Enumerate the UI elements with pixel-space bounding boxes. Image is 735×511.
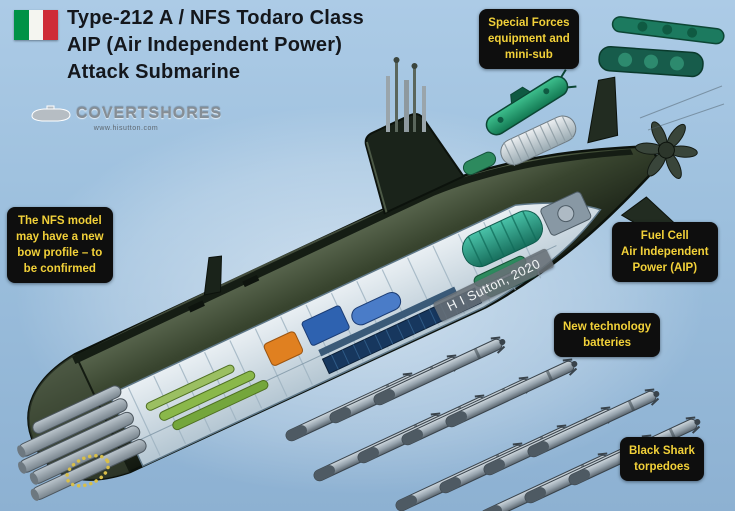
sail <box>364 113 465 215</box>
sonar-array <box>65 454 111 488</box>
deck-cylinder <box>500 114 577 166</box>
logo-website: www.hisutton.com <box>93 125 159 132</box>
submarine-logo-icon <box>31 105 71 122</box>
page-title: Type-212 A / NFS Todaro Class AIP (Air I… <box>67 5 364 86</box>
title-line-2: AIP (Air Independent Power) <box>67 34 343 56</box>
aft-machinery <box>540 191 592 236</box>
callout-nfs-bow-profile: The NFS model may have a new bow profile… <box>7 207 113 284</box>
upper-stern-fin <box>587 76 619 144</box>
torpedo-room <box>145 364 269 431</box>
deck-tank <box>462 151 497 176</box>
orange-equipment <box>263 331 304 366</box>
propeller <box>635 121 698 179</box>
mini-sub <box>485 69 577 136</box>
flag-white-stripe <box>28 10 44 40</box>
periscope-masts <box>386 57 426 132</box>
logo-text: COVERTSHORES <box>75 105 223 122</box>
callout-new-batteries: New technology batteries <box>554 313 661 358</box>
title-line-1: Type-212 A / NFS Todaro Class <box>67 7 364 29</box>
italian-flag-icon <box>14 10 59 40</box>
callout-fuel-cell-aip: Fuel Cell Air Independent Power (AIP) <box>612 222 718 283</box>
cables <box>639 85 725 131</box>
torpedo-tubes <box>17 385 147 501</box>
submarine-cutaway <box>17 76 698 501</box>
callout-black-shark-torpedoes: Black Shark torpedoes <box>620 437 704 482</box>
title-line-3: Attack Submarine <box>67 61 241 83</box>
covertshores-logo: COVERTSHORES www.hisutton.com <box>26 104 226 132</box>
callout-special-forces: Special Forces equipment and mini-sub <box>479 9 579 70</box>
flag-green-stripe <box>14 10 29 40</box>
flag-red-stripe <box>43 10 59 40</box>
special-forces-boats <box>598 16 725 78</box>
bow-plane <box>203 255 223 296</box>
